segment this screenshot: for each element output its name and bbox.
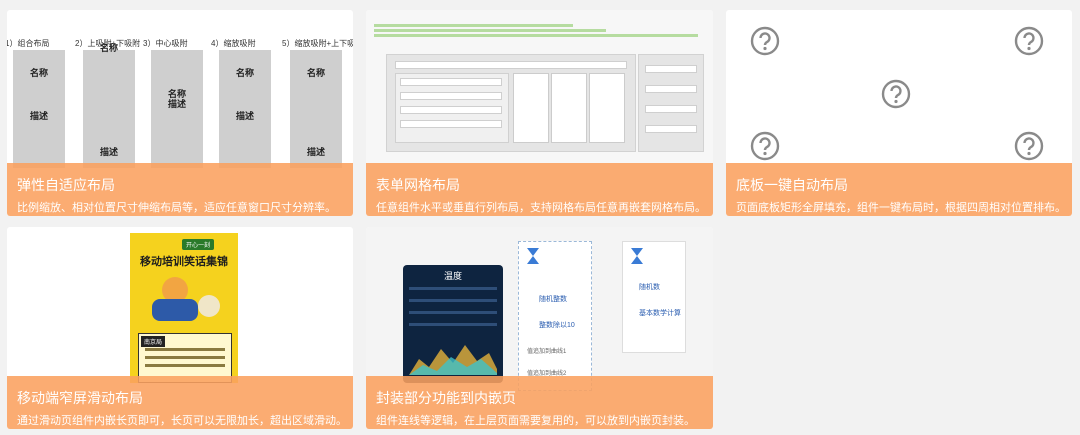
dashboard-title: 温度 bbox=[443, 271, 462, 281]
desc-label: 描述 bbox=[29, 111, 48, 121]
poster-headline: 移动培训笑话集锦 bbox=[140, 256, 228, 268]
card-caption: 表单网格布局 任意组件水平或垂直行列布局，支持网格布局任意再嵌套网格布局。 bbox=[366, 163, 713, 216]
card-caption: 弹性自适应布局 比例缩放、相对位置尺寸伸缩布局等，适应任意窗口尺寸分辨率。 bbox=[7, 163, 353, 216]
node-label: 整数除以10 bbox=[539, 322, 575, 329]
node-label: 随机整数 bbox=[539, 296, 567, 303]
poster-section-title: 南京局 bbox=[141, 336, 166, 347]
mobile-poster: 开心一刻 移动培训笑话集锦 南京局 bbox=[130, 233, 238, 383]
card-title: 移动端窄屏滑动布局 bbox=[17, 390, 143, 406]
question-mark-icon bbox=[750, 26, 780, 56]
card-description: 任意组件水平或垂直行列布局，支持网格布局任意再嵌套网格布局。 bbox=[376, 202, 706, 214]
card-title: 底板一键自动布局 bbox=[736, 177, 848, 193]
card-title: 弹性自适应布局 bbox=[17, 177, 115, 193]
card-caption: 底板一键自动布局 页面底板矩形全屏填充，组件一键布局时，根据四周相对位置排布。 bbox=[726, 163, 1072, 216]
card-description: 比例缩放、相对位置尺寸伸缩布局等，适应任意窗口尺寸分辨率。 bbox=[17, 202, 336, 214]
flex-layout-preview: 1）组合布局 名称 描述 2）上吸附+下吸附 名称 描述 3）中心吸附 名称 描… bbox=[7, 10, 353, 216]
name-label: 名称 bbox=[99, 43, 118, 53]
desc-label: 描述 bbox=[235, 111, 254, 121]
grid-frame-side bbox=[638, 54, 704, 152]
card-description: 通过滑动页组件内嵌长页即可，长页可以无限加长，超出区域滑动。 bbox=[17, 415, 347, 427]
node-label: 随机数 bbox=[639, 284, 660, 291]
name-label: 名称 bbox=[235, 68, 254, 78]
card-title: 封装部分功能到内嵌页 bbox=[376, 390, 516, 406]
layout-demo-header: 1）组合布局 bbox=[7, 39, 50, 48]
question-mark-icon bbox=[750, 131, 780, 161]
card-description: 页面底板矩形全屏填充，组件一键布局时，根据四周相对位置排布。 bbox=[736, 202, 1066, 214]
layout-demo-header: 3）中心吸附 bbox=[143, 39, 188, 48]
layout-demo-header: 5）缩放吸附+上下吸附 bbox=[282, 39, 353, 48]
question-mark-icon bbox=[881, 79, 911, 109]
question-mark-icon bbox=[1014, 26, 1044, 56]
node-label: 值追加到曲线2 bbox=[527, 371, 567, 377]
card-caption: 移动端窄屏滑动布局 通过滑动页组件内嵌长页即可，长页可以无限加长，超出区域滑动。 bbox=[7, 376, 353, 429]
node-label: 基本数学计算 bbox=[639, 310, 681, 317]
card-auto-layout[interactable]: 底板一键自动布局 页面底板矩形全屏填充，组件一键布局时，根据四周相对位置排布。 bbox=[726, 10, 1072, 216]
name-label: 名称 bbox=[29, 68, 48, 78]
poster-badge: 开心一刻 bbox=[182, 239, 215, 250]
card-title: 表单网格布局 bbox=[376, 177, 460, 193]
layout-demo-header: 2）上吸附+下吸附 bbox=[75, 39, 141, 48]
card-caption: 封装部分功能到内嵌页 组件连线等逻辑，在上层页面需要复用的，可以放到内嵌页封装。 bbox=[366, 376, 713, 429]
desc-label: 描述 bbox=[167, 99, 186, 109]
layout-demo-header: 4）缩放吸附 bbox=[211, 39, 256, 48]
card-mobile-scroll[interactable]: 开心一刻 移动培训笑话集锦 南京局 移动端窄屏滑动布局 通过滑动页组件内嵌长页即… bbox=[7, 227, 353, 429]
name-label: 名称 bbox=[306, 68, 325, 78]
card-flex-layout[interactable]: 1）组合布局 名称 描述 2）上吸附+下吸附 名称 描述 3）中心吸附 名称 描… bbox=[7, 10, 353, 216]
dashboard-panel: 温度 bbox=[403, 265, 503, 383]
grid-frame-main bbox=[386, 54, 636, 152]
auto-layout-preview bbox=[726, 10, 1072, 216]
node-group-left: 随机整数 整数除以10 值追加到曲线1 值追加到曲线2 bbox=[518, 241, 592, 391]
card-grid-layout[interactable]: 表单网格布局 任意组件水平或垂直行列布局，支持网格布局任意再嵌套网格布局。 bbox=[366, 10, 713, 216]
card-description: 组件连线等逻辑，在上层页面需要复用的，可以放到内嵌页封装。 bbox=[376, 415, 695, 427]
question-mark-icon bbox=[1014, 131, 1044, 161]
node-label: 值追加到曲线1 bbox=[527, 349, 567, 355]
mobile-scroll-preview: 开心一刻 移动培训笑话集锦 南京局 bbox=[7, 227, 353, 429]
desc-label: 描述 bbox=[99, 147, 118, 157]
grid-notes-placeholder bbox=[374, 22, 705, 39]
node-group-right: 随机数 基本数学计算 bbox=[622, 241, 686, 353]
desc-label: 描述 bbox=[306, 147, 325, 157]
name-label: 名称 bbox=[167, 89, 186, 99]
card-embedded-page[interactable]: 温度 随机整数 整数除以10 值追加到曲线1 值追加到曲线2 随机数 基本数学计… bbox=[366, 227, 713, 429]
